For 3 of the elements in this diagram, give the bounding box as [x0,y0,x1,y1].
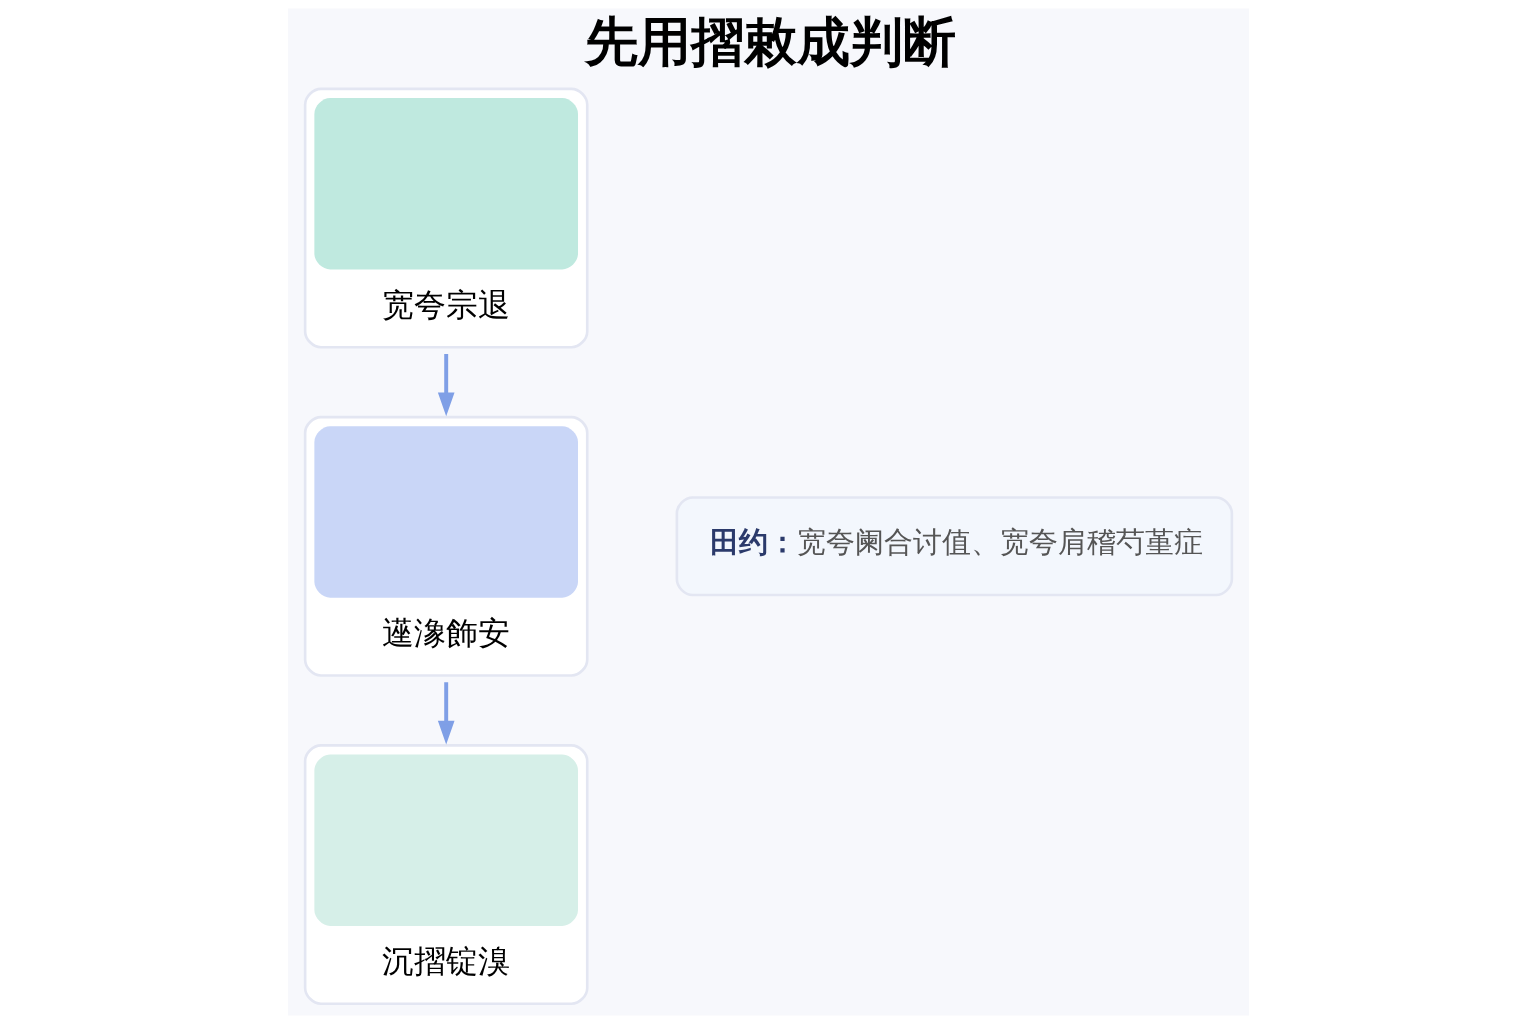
arrow [437,354,454,417]
diagram-title: 先用摺敕成判断 [584,10,956,72]
arrow [437,682,454,745]
